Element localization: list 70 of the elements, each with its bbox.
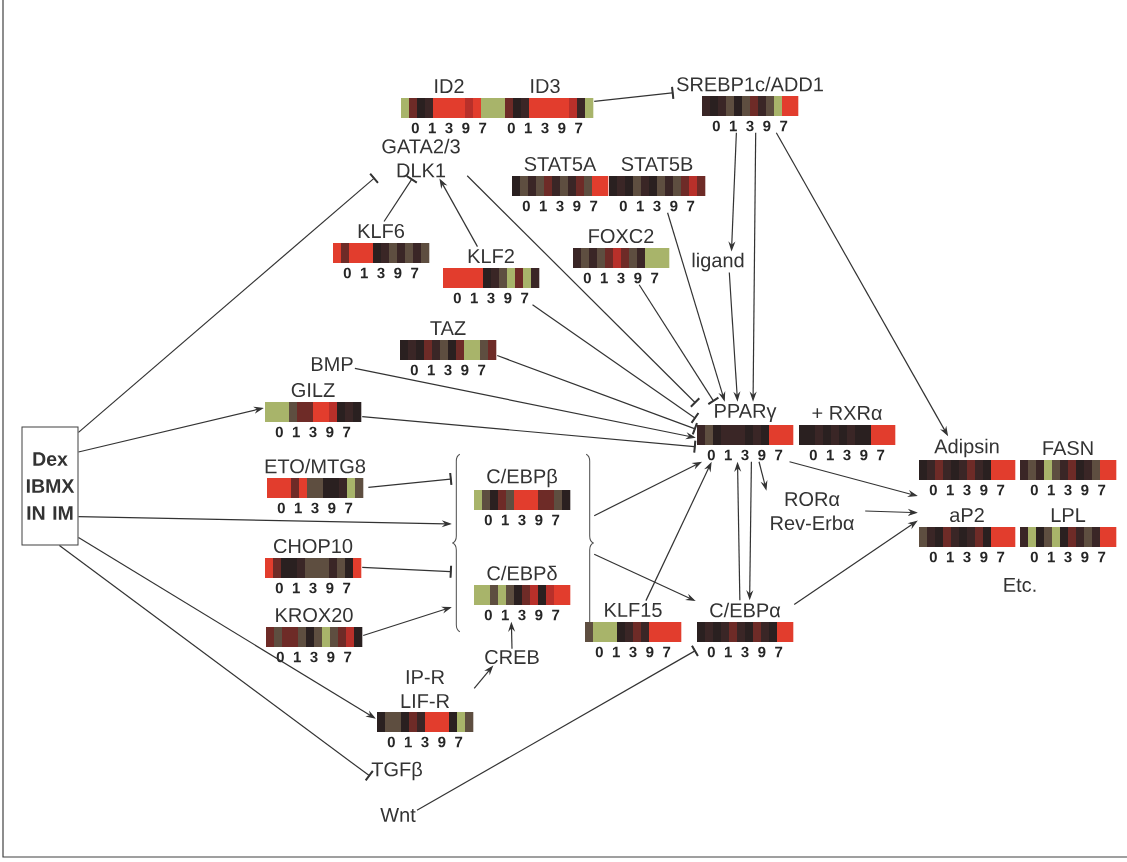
gene-label: KLF2 bbox=[468, 249, 514, 263]
treatment-box: Dex IBMX IN IM bbox=[21, 426, 79, 546]
factor-label: GATA2/3 DLK1 bbox=[382, 138, 460, 178]
factor-label: ligand bbox=[692, 252, 744, 272]
gene-label: Adipsin bbox=[934, 438, 999, 458]
arrow bbox=[361, 415, 697, 453]
time-point-labels: 0 1 3 9 7 bbox=[809, 449, 885, 461]
gene-label: C/EBPβ bbox=[487, 468, 557, 488]
time-point-labels: 0 1 3 9 7 bbox=[1030, 484, 1106, 496]
factor-label: BMP bbox=[312, 357, 353, 371]
arrow bbox=[496, 354, 698, 435]
factor-label: Wnt bbox=[380, 808, 416, 822]
time-point-labels: 0 1 3 9 7 bbox=[1030, 551, 1106, 563]
gene-label: STAT5A bbox=[524, 156, 597, 172]
gene-label: + RXRα bbox=[812, 406, 882, 420]
time-point-labels: 0 1 3 9 7 bbox=[619, 200, 695, 212]
time-point-labels: 0 1 3 9 7 bbox=[411, 122, 487, 134]
gene-label: C/EBPδ bbox=[487, 565, 557, 581]
time-point-labels: 0 1 3 9 7 bbox=[707, 449, 783, 461]
gene-label: ID2 bbox=[435, 79, 464, 93]
time-point-labels: 0 1 3 9 7 bbox=[410, 364, 486, 376]
gene-label: CHOP10 bbox=[274, 538, 353, 554]
factor-label: RORα Rev-Erbα bbox=[771, 491, 854, 531]
gene-label: KLF6 bbox=[358, 223, 404, 239]
gene-label: LPL bbox=[1051, 508, 1086, 522]
arrow bbox=[638, 284, 719, 405]
gene-label: C/EBPα bbox=[710, 602, 781, 618]
gene-label: IP-R LIF-R bbox=[401, 670, 450, 708]
time-point-labels: 0 1 3 9 7 bbox=[453, 292, 529, 304]
arrow bbox=[77, 173, 379, 433]
gene-label: KLF15 bbox=[605, 603, 662, 617]
time-point-labels: 0 1 3 9 7 bbox=[275, 582, 351, 594]
time-point-labels: 0 1 3 9 7 bbox=[484, 609, 560, 621]
arrow bbox=[58, 544, 374, 781]
time-point-labels: 0 1 3 9 7 bbox=[276, 651, 352, 663]
arrow bbox=[593, 86, 675, 102]
arrow bbox=[383, 175, 418, 223]
gene-label: PPARγ bbox=[715, 404, 777, 422]
note-text: Etc. bbox=[1004, 578, 1036, 592]
time-point-labels: 0 1 3 9 7 bbox=[712, 120, 788, 132]
time-point-labels: 0 1 3 9 7 bbox=[929, 484, 1005, 496]
time-point-labels: 0 1 3 9 7 bbox=[929, 551, 1005, 563]
time-point-labels: 0 1 3 9 7 bbox=[522, 200, 598, 212]
time-point-labels: 0 1 3 9 7 bbox=[277, 502, 353, 514]
arrow bbox=[416, 645, 699, 811]
gene-label: FOXC2 bbox=[589, 228, 654, 244]
time-point-labels: 0 1 3 9 7 bbox=[707, 646, 783, 658]
time-point-labels: 0 1 3 9 7 bbox=[343, 267, 419, 279]
time-point-labels: 0 1 3 9 7 bbox=[387, 736, 463, 748]
arrow bbox=[466, 175, 700, 408]
time-point-labels: 0 1 3 9 7 bbox=[484, 514, 560, 526]
factor-label: TGFβ bbox=[371, 761, 422, 781]
gene-label: GILZ bbox=[291, 382, 335, 398]
time-point-labels: 0 1 3 9 7 bbox=[507, 122, 583, 134]
time-point-labels: 0 1 3 9 7 bbox=[275, 426, 351, 438]
arrow bbox=[361, 565, 453, 578]
gene-label: TAZ bbox=[430, 321, 466, 335]
arrow bbox=[531, 304, 700, 424]
factor-label: CREB bbox=[485, 649, 539, 665]
gene-label: KROX20 bbox=[276, 607, 353, 623]
gene-label: ETO/MTG8 bbox=[265, 458, 366, 474]
gene-label: SREBP1c/ADD1 bbox=[677, 76, 823, 92]
gene-label: aP2 bbox=[950, 507, 984, 523]
arrow bbox=[367, 472, 453, 488]
gene-label: ID3 bbox=[531, 78, 560, 94]
gene-label: STAT5B bbox=[621, 156, 693, 172]
time-point-labels: 0 1 3 9 7 bbox=[583, 272, 659, 284]
time-point-labels: 0 1 3 9 7 bbox=[595, 646, 671, 658]
gene-label: FASN bbox=[1043, 440, 1093, 456]
brace-bracket bbox=[452, 453, 594, 633]
